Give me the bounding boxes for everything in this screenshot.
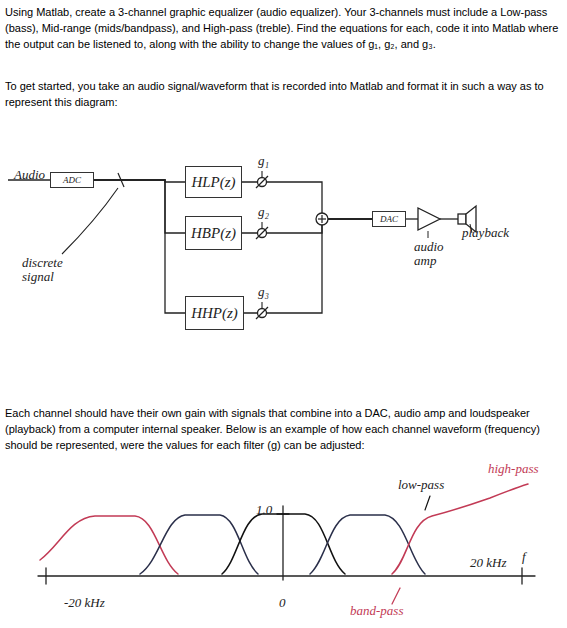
gain-control	[261, 171, 262, 177]
gain-axis	[282, 506, 283, 580]
axis-name: f	[522, 550, 526, 564]
leader-line	[62, 188, 118, 254]
output-wire	[440, 218, 458, 219]
summing-junction	[316, 213, 328, 225]
box-label: DAC	[380, 214, 398, 224]
frequency-axis	[38, 575, 535, 576]
tick-mark	[118, 173, 124, 187]
leader-line	[425, 496, 430, 510]
gain-label: g₃	[258, 285, 269, 299]
gain-control	[261, 222, 262, 228]
box-label: HHP(z)	[191, 305, 238, 322]
gain-label: g₁	[258, 154, 269, 168]
signal-name: Audio	[14, 168, 45, 182]
gain-control	[256, 227, 268, 239]
signal-wire	[242, 182, 372, 219]
body-paragraph: Using Matlab, create a 3-channel graphic…	[5, 4, 562, 52]
device-name: playback	[462, 226, 509, 240]
filter-box: HHP(z)	[185, 296, 244, 330]
box-label: ADC	[63, 175, 81, 185]
gain-control	[256, 176, 268, 188]
curve-label: band-pass	[350, 604, 403, 618]
dac-box: DAC	[372, 211, 406, 227]
curve-label: high-pass	[488, 462, 539, 476]
axis-value: 0	[279, 596, 286, 610]
band-pass-curve	[310, 515, 425, 574]
filter-box: HLP(z)	[185, 166, 242, 198]
body-paragraph: To get started, you take an audio signal…	[5, 78, 562, 110]
box-label: HLP(z)	[191, 174, 235, 191]
filter-box: HBP(z)	[185, 216, 242, 250]
gain-control	[261, 302, 262, 308]
signal-name: discrete signal	[22, 256, 82, 284]
signal-wire	[244, 219, 372, 313]
axis-value: 1.0	[256, 503, 272, 517]
box-label: HBP(z)	[191, 225, 236, 242]
body-paragraph: Each channel should have their own gain …	[5, 405, 562, 453]
leader-line	[428, 231, 429, 238]
amplifier-symbol	[418, 208, 440, 230]
gain-label: g₂	[258, 205, 269, 219]
axis-tick	[45, 568, 46, 584]
device-name: audio amp	[414, 240, 454, 268]
band-pass-curve	[140, 515, 258, 574]
adc-box: ADC	[50, 172, 94, 188]
summing-junction	[321, 215, 322, 223]
axis-value: -20 kHz	[64, 596, 105, 610]
speaker-symbol	[458, 214, 466, 224]
signal-wire	[94, 180, 185, 233]
high-pass-curve	[392, 484, 528, 574]
axis-value: 20 kHz	[470, 556, 506, 570]
axis-tick	[521, 568, 522, 584]
leader-line	[392, 588, 400, 604]
output-wire	[406, 218, 418, 219]
curve-label: low-pass	[398, 478, 444, 492]
signal-wire	[94, 180, 185, 313]
gain-control	[256, 307, 268, 319]
high-pass-curve	[40, 516, 178, 574]
